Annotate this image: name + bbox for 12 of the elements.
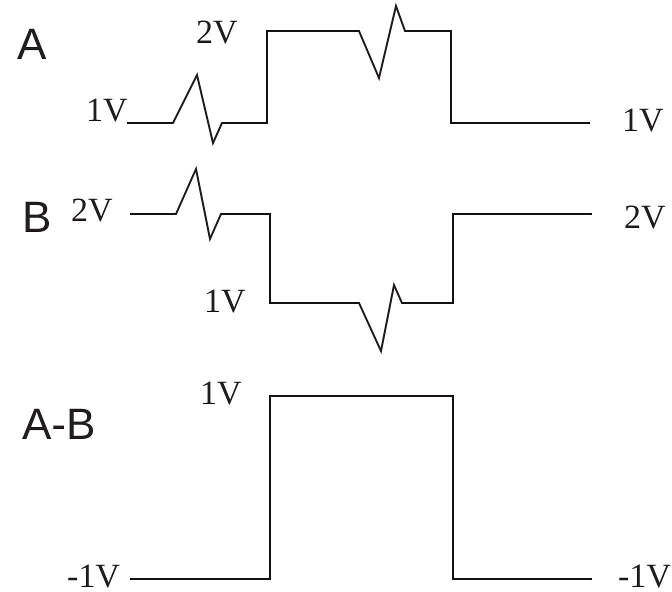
signal-label: A: [17, 23, 46, 68]
voltage-label: 2V: [71, 194, 113, 228]
voltage-label: 1V: [200, 377, 242, 412]
voltage-label: 2V: [196, 16, 238, 50]
signal-label: A-B: [22, 403, 96, 448]
voltage-label: 1V: [204, 285, 246, 320]
voltage-label: -1V: [618, 560, 671, 592]
voltage-label: 2V: [624, 201, 666, 236]
voltage-label: 1V: [86, 94, 128, 128]
voltage-label: -1V: [67, 560, 120, 592]
voltage-label: 1V: [622, 104, 664, 138]
signal-label: B: [22, 196, 52, 240]
